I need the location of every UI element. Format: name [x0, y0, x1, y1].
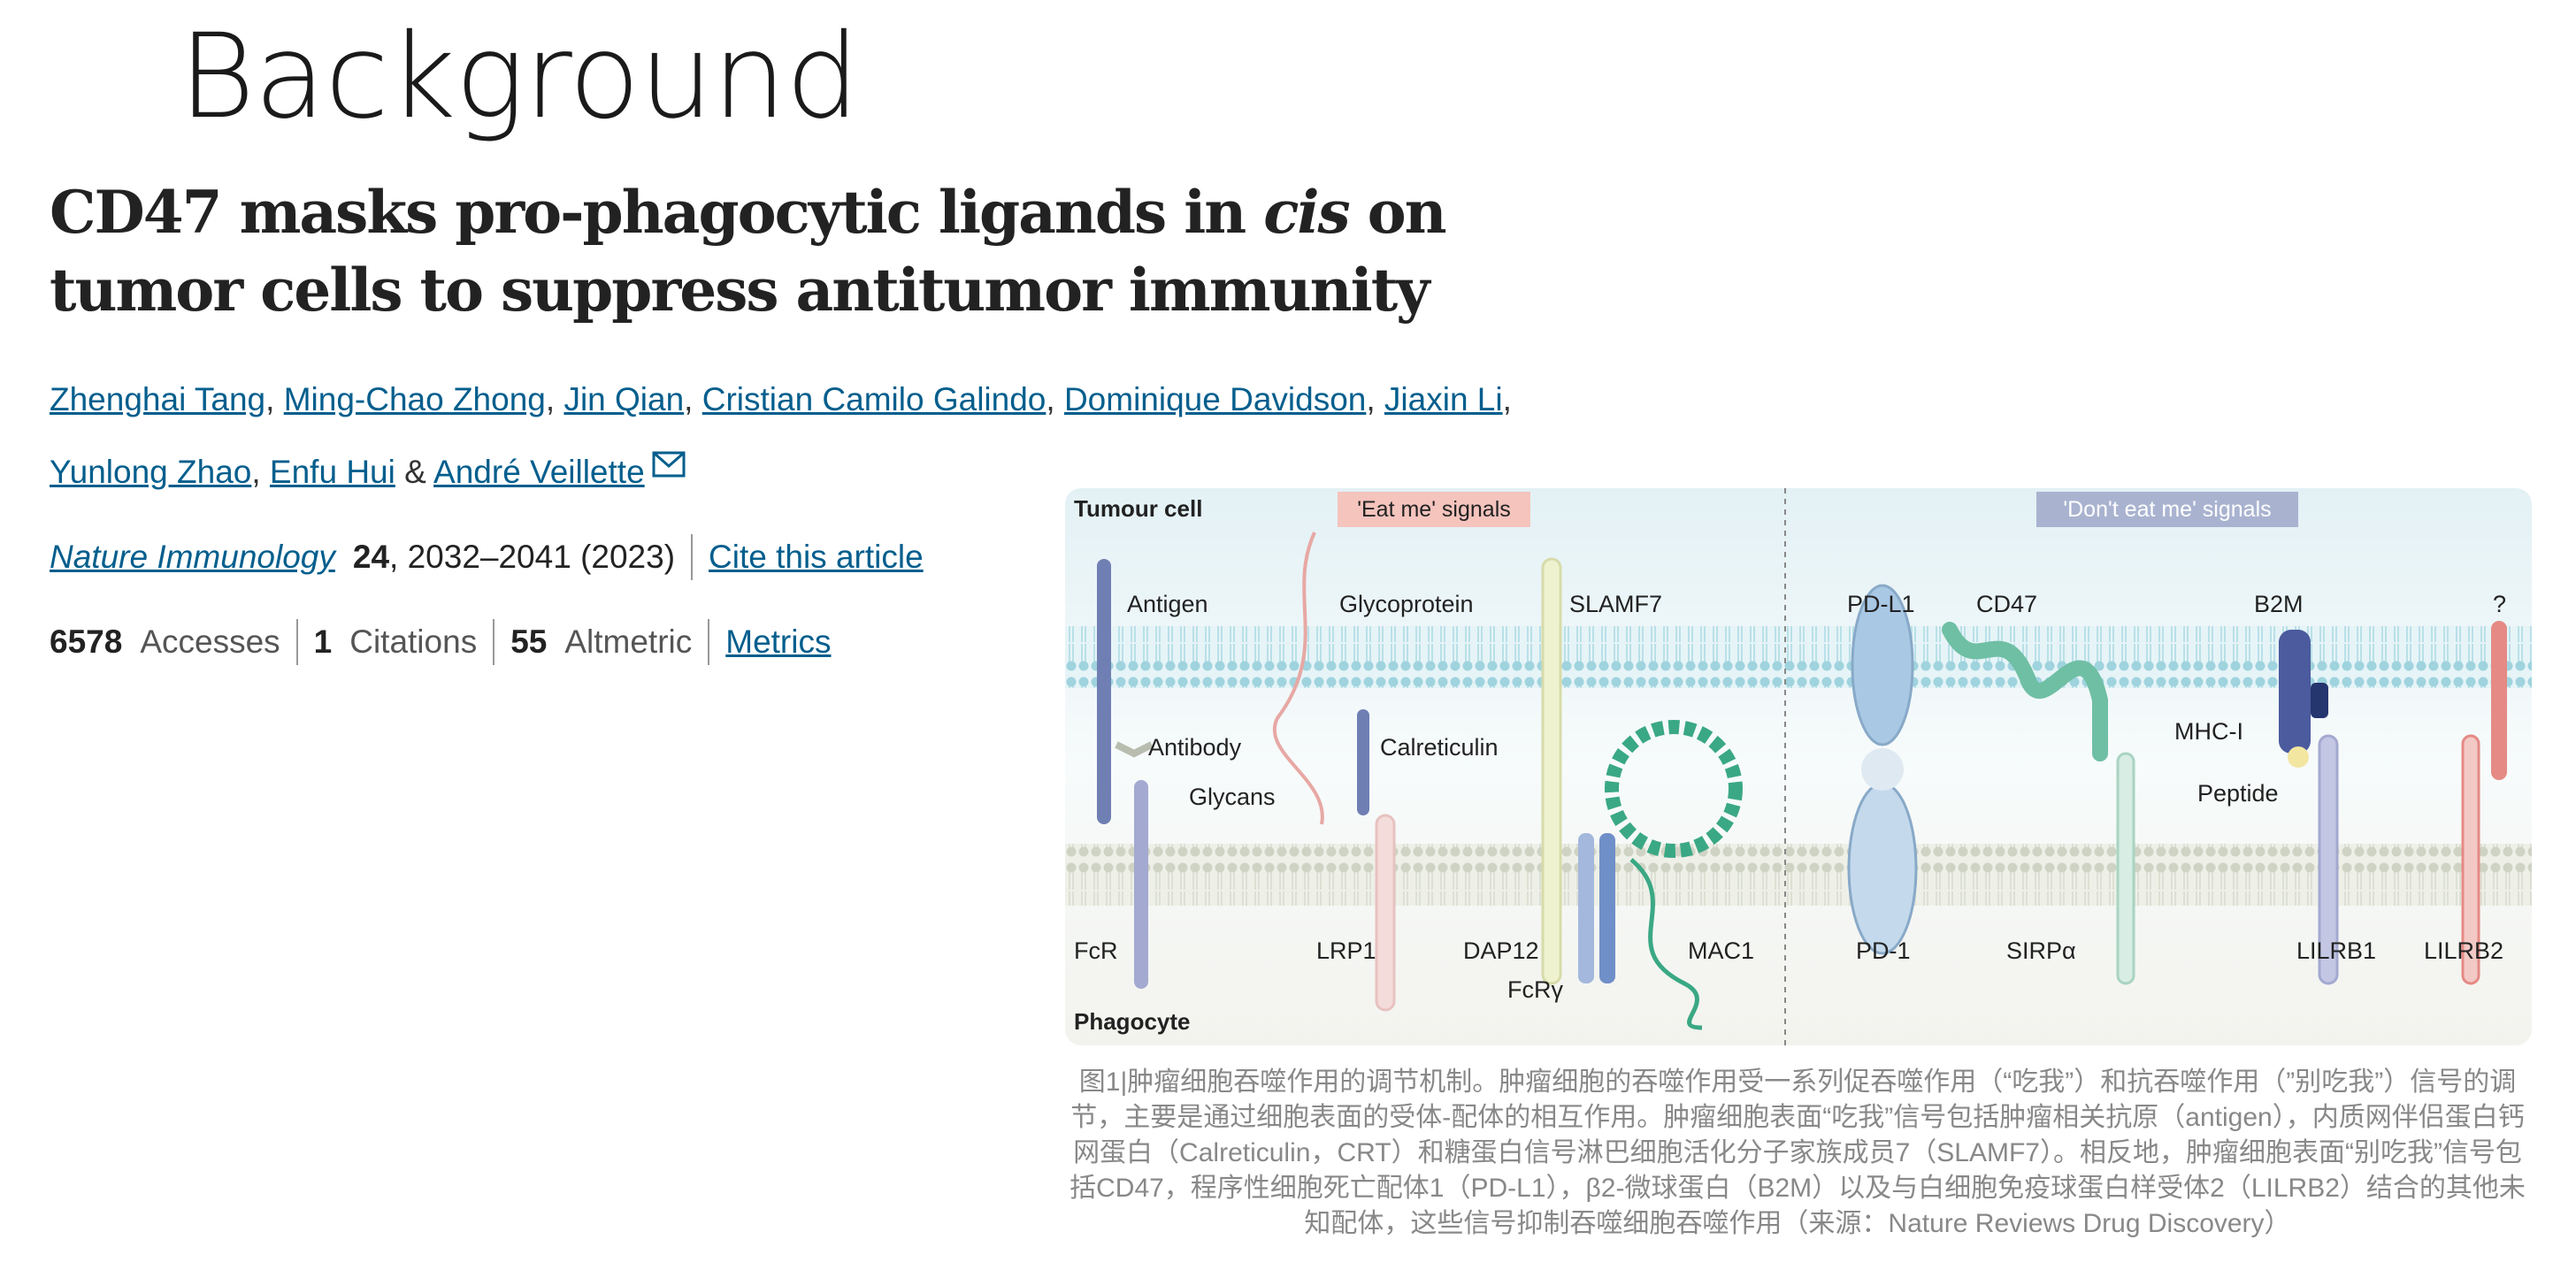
- label-lilrb1: LILRB1: [2296, 937, 2376, 964]
- author-link[interactable]: Zhenghai Tang: [50, 381, 266, 417]
- phagocyte-membrane: [1065, 844, 2532, 906]
- separator: [493, 619, 495, 665]
- label-calreticulin: Calreticulin: [1380, 734, 1499, 761]
- altmetric-label: Altmetric: [564, 624, 693, 660]
- dont-eat-me-label: 'Don't eat me' signals: [2063, 497, 2271, 522]
- article-title-italic: cis: [1263, 178, 1350, 247]
- signals-figure: Tumour cell Phagocyte 'Eat me' signals '…: [1065, 488, 2532, 1045]
- altmetric-count: 55: [510, 624, 548, 660]
- pd-l1-pd-1-group: [1847, 584, 1918, 955]
- label-slamf7: SLAMF7: [1569, 591, 1662, 617]
- lilrb2-group: [2461, 621, 2507, 985]
- metrics-line: 6578 Accesses 1 Citations 55 Altmetric M…: [50, 616, 831, 669]
- label-mhc-i: MHC-I: [2174, 718, 2243, 745]
- phagocyte-label: Phagocyte: [1074, 1008, 1191, 1035]
- author-list: Zhenghai Tang, Ming-Chao Zhong, Jin Qian…: [50, 366, 1553, 506]
- label-lilrb2: LILRB2: [2424, 937, 2503, 964]
- label-dap12: DAP12: [1463, 937, 1539, 964]
- label-fcrg: FcRγ: [1507, 976, 1563, 1003]
- label-mac1: MAC1: [1688, 937, 1754, 964]
- separator: [691, 534, 694, 580]
- pages-year: , 2032–2041 (2023): [389, 539, 676, 575]
- separator: [708, 619, 710, 665]
- author-link[interactable]: Cristian Camilo Galindo: [702, 381, 1046, 417]
- accesses-label: Accesses: [140, 624, 280, 660]
- label-fcr: FcR: [1074, 937, 1118, 964]
- metrics-link[interactable]: Metrics: [725, 624, 832, 660]
- journal-link[interactable]: Nature Immunology: [50, 539, 335, 575]
- tumour-cell-label: Tumour cell: [1074, 495, 1202, 522]
- author-link[interactable]: Yunlong Zhao: [50, 454, 252, 490]
- figure-background: [1065, 488, 2532, 1045]
- author-link[interactable]: Jiaxin Li: [1384, 381, 1503, 417]
- mail-icon[interactable]: [652, 433, 686, 501]
- label-peptide: Peptide: [2197, 780, 2279, 807]
- citations-label: Citations: [349, 624, 478, 660]
- mhc-lilrb1-group: [2279, 630, 2339, 985]
- label-lrp1: LRP1: [1316, 937, 1376, 964]
- author-link[interactable]: Jin Qian: [564, 381, 685, 417]
- figure-caption: 图1|肿瘤细胞吞噬作用的调节机制。肿瘤细胞的吞噬作用受一系列促吞噬作用（“吃我”…: [1070, 1067, 2526, 1238]
- accesses-count: 6578: [50, 624, 123, 660]
- dont-eat-me-badge: [2036, 492, 2298, 527]
- label-question: ?: [2493, 591, 2506, 617]
- cd47-sirpa-group: [1942, 622, 2135, 985]
- lrp1-glycoprotein-group: [1272, 532, 1396, 1012]
- label-antigen: Antigen: [1127, 591, 1208, 617]
- article-title: CD47 masks pro-phagocytic ligands in cis…: [50, 178, 1447, 325]
- label-cd47: CD47: [1976, 591, 2037, 617]
- eat-me-label: 'Eat me' signals: [1357, 497, 1511, 522]
- citation-line: Nature Immunology 24 , 2032–2041 (2023) …: [50, 531, 924, 584]
- citations-count: 1: [313, 624, 333, 660]
- volume: 24: [352, 539, 390, 575]
- eat-me-badge: [1338, 492, 1530, 527]
- label-sirpa: SIRPα: [2006, 937, 2076, 964]
- author-link[interactable]: Dominique Davidson: [1063, 381, 1367, 417]
- label-b2m: B2M: [2254, 591, 2304, 617]
- tumour-membrane: [1065, 626, 2532, 688]
- label-antibody: Antibody: [1148, 734, 1242, 761]
- antigen-fcr-group: [1097, 559, 1154, 989]
- mac1-group: [1605, 720, 1743, 1030]
- author-link[interactable]: Enfu Hui: [269, 454, 395, 490]
- label-glycans: Glycans: [1189, 784, 1276, 810]
- signals-diagram: Tumour cell Phagocyte 'Eat me' signals '…: [1065, 488, 2532, 1045]
- slide-title: Background: [179, 9, 860, 145]
- author-link[interactable]: André Veillette: [433, 454, 645, 490]
- cite-article-link[interactable]: Cite this article: [709, 539, 924, 575]
- label-glycoprotein: Glycoprotein: [1339, 591, 1474, 617]
- label-pd-l1: PD-L1: [1847, 591, 1915, 617]
- label-pd-1: PD-1: [1856, 937, 1911, 964]
- slamf7-group: [1541, 557, 1615, 985]
- author-link[interactable]: Ming-Chao Zhong: [283, 381, 546, 417]
- separator: [295, 619, 298, 665]
